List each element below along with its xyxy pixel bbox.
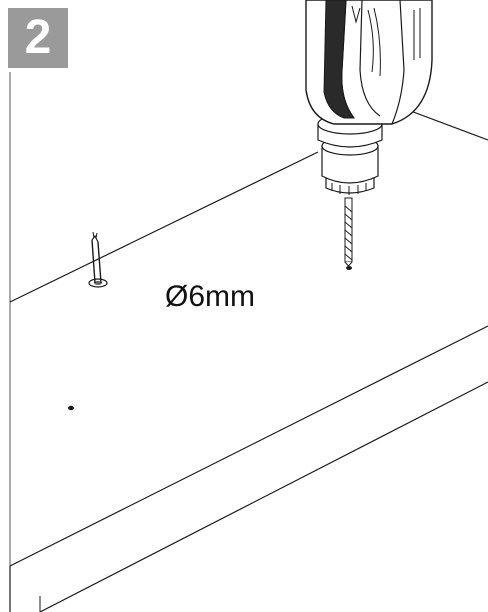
pilot-hole	[68, 405, 74, 411]
step-number: 2	[24, 11, 52, 64]
drill-hole	[346, 266, 352, 270]
drill-bit-icon	[344, 197, 353, 267]
drill-diameter-label: Ø6mm	[165, 280, 255, 313]
step-number-badge: 2	[8, 8, 68, 68]
panel-right-edge	[9, 325, 488, 567]
panel-front-edge-top	[39, 381, 488, 612]
power-drill-icon	[305, 0, 433, 195]
panel-back-edge	[9, 151, 319, 303]
cable-icon	[88, 231, 108, 288]
